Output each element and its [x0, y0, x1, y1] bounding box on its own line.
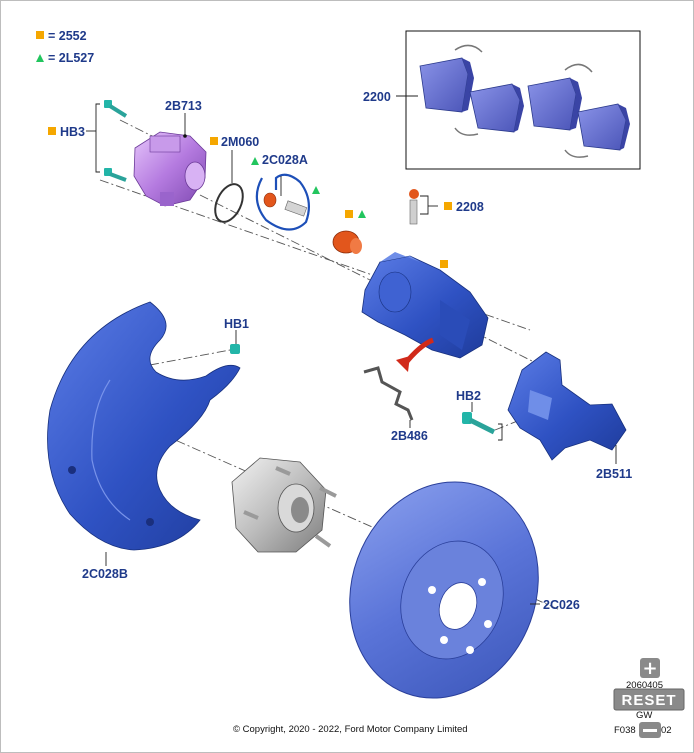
zoom-in-symbol: + [642, 658, 657, 679]
diagram-controls: + 2060405 RESET GW F038 02 [613, 658, 685, 738]
label-2208: 2208 [456, 200, 484, 214]
brake-pad-left-outer [419, 44, 483, 113]
caliper-piston [332, 210, 366, 254]
brake-caliper [361, 252, 489, 372]
zoom-in-button[interactable]: + [640, 658, 660, 679]
code-f038-right: 02 [661, 725, 672, 736]
code-2060405: 2060405 [626, 680, 663, 691]
brake-pad-left-inner [454, 83, 524, 136]
reset-button[interactable]: RESET [613, 688, 685, 711]
bleeder-screw-2208: 2208 [409, 189, 484, 225]
code-gw: GW [636, 710, 652, 721]
brake-disc-2c026: 2C026 [349, 481, 580, 699]
o-ring-2m060: 2M060 [210, 135, 259, 223]
bolt-hb2: HB2 [456, 389, 503, 441]
2c028a-triangle-marker [251, 157, 259, 165]
annotation-circle [255, 173, 311, 231]
label-2c028a: 2C028A [262, 153, 308, 167]
dust-shield-2c028b: 2C028B [47, 301, 241, 581]
brake-pad-right-outer [527, 63, 593, 131]
label-2c028b: 2C028B [82, 567, 128, 581]
2m060-square-marker [210, 137, 218, 145]
wheel-hub [231, 457, 337, 553]
zoom-out-bar [643, 729, 657, 732]
code-f038-left: F038 [614, 725, 636, 736]
legend-text-2l527: = 2L527 [48, 51, 94, 65]
label-2200: 2200 [363, 90, 391, 104]
hb3-group: HB3 [48, 100, 128, 182]
brake-pad-kit-group: 2200 [363, 30, 641, 170]
reset-button-label: RESET [621, 692, 676, 709]
label-hb2: HB2 [456, 389, 481, 403]
legend: = 2552 = 2L527 [36, 29, 94, 65]
piston-triangle-marker [358, 210, 366, 218]
bolt-hb3-upper [104, 100, 128, 118]
piston-square-marker [345, 210, 353, 218]
brake-pad-right-inner [564, 103, 630, 158]
label-2b713: 2B713 [165, 99, 202, 113]
2208-square-marker [444, 202, 452, 210]
legend-triangle-marker [36, 54, 44, 62]
caliper-bracket-2b511: 2B511 [507, 351, 632, 481]
piston-kit-2c028a: 2C028A [251, 153, 320, 231]
legend-square-marker [36, 31, 44, 39]
anti-rattle-clip-2b486: 2B486 [363, 366, 428, 443]
zoom-in-icon[interactable] [640, 658, 660, 678]
bolt-hb1: HB1 [224, 317, 249, 354]
label-hb1: HB1 [224, 317, 249, 331]
bolt-hb3-lower [104, 168, 127, 182]
hb3-square-marker [48, 127, 56, 135]
label-2m060: 2M060 [221, 135, 259, 149]
caliper-square-marker [440, 260, 448, 268]
reset-button-bg[interactable] [613, 688, 685, 711]
label-2c026: 2C026 [543, 598, 580, 612]
copyright-text: © Copyright, 2020 - 2022, Ford Motor Com… [233, 724, 468, 735]
park-brake-motor-2b713: 2B713 [133, 99, 207, 207]
label-hb3: HB3 [60, 125, 85, 139]
label-2b486: 2B486 [391, 429, 428, 443]
label-2b511: 2B511 [596, 467, 632, 481]
legend-text-2552: = 2552 [48, 29, 87, 43]
